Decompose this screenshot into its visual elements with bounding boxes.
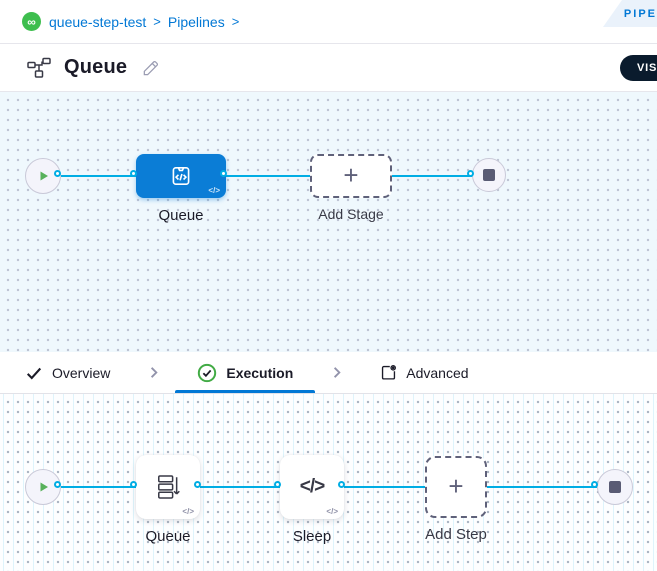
link-port (338, 481, 345, 488)
link-port (130, 170, 137, 177)
link-port (591, 481, 598, 488)
stage-node-label: Queue (158, 207, 204, 224)
stop-node (597, 469, 633, 505)
check-icon (26, 367, 42, 379)
add-stage-button[interactable]: + (310, 154, 392, 198)
add-stage-label: Add Stage (318, 206, 384, 222)
link-line (61, 486, 136, 488)
link-line (226, 175, 311, 177)
step-node-label: Sleep (292, 528, 332, 545)
link-line (392, 175, 473, 177)
play-icon (40, 171, 48, 181)
code-toggle-icon[interactable]: </> (326, 507, 338, 516)
tab-execution-label: Execution (226, 364, 294, 381)
link-port (274, 481, 281, 488)
active-tab-underline (175, 390, 316, 393)
tab-overview[interactable]: Overview (25, 352, 110, 393)
breadcrumb: ∞ queue-step-test > Pipelines > PIPE (0, 0, 657, 44)
success-circle-icon (198, 363, 217, 382)
stop-node (472, 158, 506, 192)
step-node-queue[interactable]: </> (136, 455, 200, 519)
harness-ci-logo-icon[interactable]: ∞ (22, 12, 41, 31)
step-node-sleep[interactable]: </> </> (280, 455, 344, 519)
tab-advanced[interactable]: Advanced (380, 352, 469, 393)
advanced-settings-icon (382, 365, 397, 380)
visual-yaml-toggle[interactable]: VISU (620, 55, 657, 81)
link-line (200, 486, 280, 488)
add-step-button[interactable]: + (425, 456, 487, 518)
code-toggle-icon[interactable]: </> (208, 186, 220, 195)
link-port (194, 481, 201, 488)
breadcrumb-pipelines-link[interactable]: Pipelines (167, 13, 225, 30)
play-icon (40, 482, 48, 492)
link-line (61, 175, 136, 177)
link-port (54, 481, 61, 488)
queue-step-icon (158, 475, 180, 499)
link-port (467, 170, 474, 177)
page-title: Queue (64, 56, 128, 78)
step-node-label: Queue (145, 528, 191, 545)
breadcrumb-project-link[interactable]: queue-step-test (49, 13, 147, 30)
link-port (54, 170, 61, 177)
stage-node-queue[interactable]: </> (136, 154, 226, 198)
execution-graph-canvas[interactable]: </> </> </> + Queue Sleep Add Step (0, 394, 657, 571)
link-line (487, 486, 597, 488)
tab-advanced-label: Advanced (406, 364, 469, 381)
build-stage-icon (172, 167, 190, 185)
stage-graph-canvas[interactable]: </> + Queue Add Stage (0, 92, 657, 352)
plus-icon: + (448, 470, 464, 501)
breadcrumb-separator: > (231, 14, 240, 29)
tab-execution[interactable]: Execution (175, 352, 316, 393)
stage-tab-bar: Overview Execution Adv (0, 352, 657, 394)
link-line (344, 486, 426, 488)
link-port (220, 170, 227, 177)
stop-icon (483, 169, 495, 181)
plus-icon: + (343, 159, 359, 190)
stop-icon (609, 481, 621, 493)
link-port (130, 481, 137, 488)
tab-overview-label: Overview (52, 364, 111, 381)
edit-pencil-icon[interactable] (141, 58, 161, 78)
chevron-right-icon (146, 365, 161, 380)
add-step-label: Add Step (425, 526, 487, 543)
chevron-right-icon (329, 365, 344, 380)
pipeline-studio-ribbon: PIPE (603, 0, 657, 27)
pipeline-icon (26, 56, 52, 80)
pipeline-toolbar: Queue VISU (0, 44, 657, 92)
code-icon: </> (299, 476, 326, 497)
code-toggle-icon[interactable]: </> (182, 507, 194, 516)
breadcrumb-separator: > (153, 14, 161, 29)
